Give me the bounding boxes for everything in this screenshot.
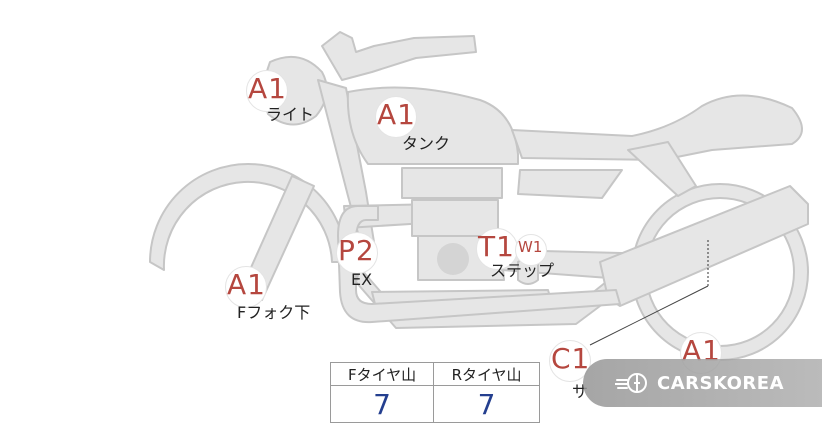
marker-code: W1	[518, 238, 543, 256]
watermark-brand: CARSKOREA	[657, 372, 784, 394]
marker-code: A1	[248, 72, 287, 105]
label-light: ライト	[266, 105, 315, 124]
front-tire-header: Fタイヤ山	[329, 362, 435, 386]
marker-bubble	[515, 234, 547, 266]
marker-code: P2	[338, 234, 375, 267]
marker-bubble	[225, 266, 267, 308]
tire-table-value-row: 7 7	[329, 385, 540, 423]
marker-bubble	[476, 228, 518, 270]
marker-code: A1	[377, 98, 416, 131]
seat	[511, 94, 803, 161]
label-step: ステップ	[490, 261, 555, 280]
marker-bubble	[375, 96, 417, 138]
marker-code: C1	[551, 342, 591, 375]
handlebar	[321, 31, 477, 81]
tire-tread-table: Fタイヤ山 Rタイヤ山 7 7	[329, 362, 540, 423]
marker-bubble	[336, 232, 378, 274]
carskorea-watermark: CARSKOREA	[583, 359, 822, 407]
rear-tire-header: Rタイヤ山	[433, 362, 540, 386]
exhaust-pipe	[337, 205, 621, 324]
engine	[401, 167, 505, 281]
leader-line	[589, 285, 709, 346]
front-tire-value: 7	[329, 385, 435, 423]
front-wheel	[149, 163, 347, 271]
carskorea-logo-icon	[615, 373, 647, 393]
marker-code: A1	[227, 268, 266, 301]
marker-bubble	[246, 70, 288, 112]
label-tank: タンク	[402, 134, 451, 153]
label-exhaust: EX	[351, 270, 373, 289]
tire-table-header-row: Fタイヤ山 Rタイヤ山	[329, 362, 540, 386]
marker-code: T1	[478, 230, 515, 263]
rear-tire-value: 7	[433, 385, 540, 423]
label-fork: Fフォク下	[237, 303, 311, 322]
